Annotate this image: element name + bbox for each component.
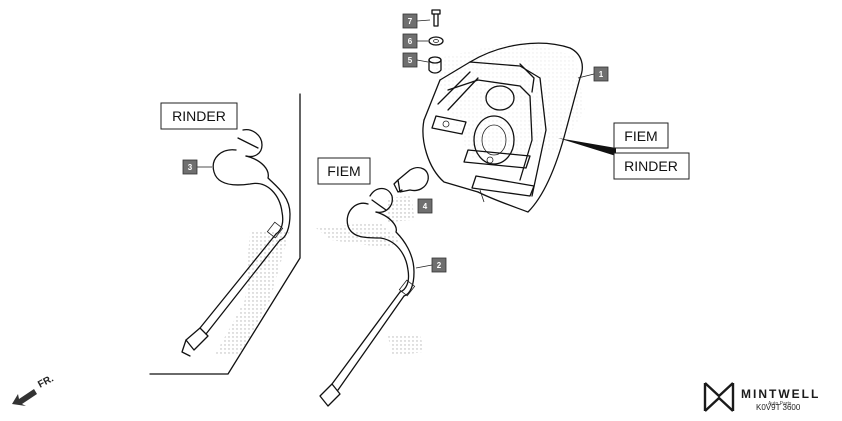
part-badge-7-text: 7: [408, 17, 413, 26]
label-rinder-right: RINDER: [613, 152, 690, 180]
label-rinder-right-text: RINDER: [624, 158, 678, 174]
part-badge-3: 3: [182, 159, 198, 175]
part-badge-7: 7: [402, 13, 418, 29]
part-badge-2-text: 2: [437, 261, 442, 270]
bolt-7: [431, 9, 441, 27]
label-fiem-center-text: FIEM: [327, 163, 360, 179]
front-direction-indicator: FR.: [12, 373, 56, 406]
part-badge-1: 1: [593, 66, 609, 82]
brand-logo: MINTWELL Auto Parts K0V9T 3600: [703, 382, 820, 412]
part-badge-4: 4: [417, 198, 433, 214]
part-badge-4-text: 4: [423, 202, 428, 211]
divider-line: [149, 93, 301, 375]
washer-6: [428, 36, 444, 46]
part-catalog-code: K0V9T 3600: [756, 403, 801, 412]
part-badge-1-text: 1: [599, 70, 604, 79]
grommet-5: [428, 56, 442, 74]
part-badge-5-text: 5: [408, 56, 413, 65]
front-arrow-icon: [12, 389, 37, 406]
bulb: [393, 166, 429, 193]
label-fiem-center: FIEM: [317, 157, 371, 185]
part-badge-2: 2: [431, 257, 447, 273]
pointer-arrow: [558, 138, 616, 156]
front-direction-text: FR.: [36, 373, 56, 390]
wire-harness-rinder: [181, 129, 291, 357]
label-rinder-left-text: RINDER: [172, 108, 226, 124]
brand-tagline: Auto Parts: [768, 401, 792, 407]
wire-harness-fiem: [316, 187, 424, 407]
label-fiem-right-text: FIEM: [624, 128, 657, 144]
label-fiem-right: FIEM: [613, 122, 669, 149]
headlight-assembly: [422, 40, 585, 213]
part-badge-6: 6: [402, 33, 418, 49]
label-rinder-left: RINDER: [160, 102, 238, 130]
brand-name: MINTWELL: [741, 387, 820, 401]
brand-mark-icon: [703, 382, 735, 412]
part-badge-3-text: 3: [188, 163, 193, 172]
part-badge-6-text: 6: [408, 37, 413, 46]
part-badge-5: 5: [402, 52, 418, 68]
